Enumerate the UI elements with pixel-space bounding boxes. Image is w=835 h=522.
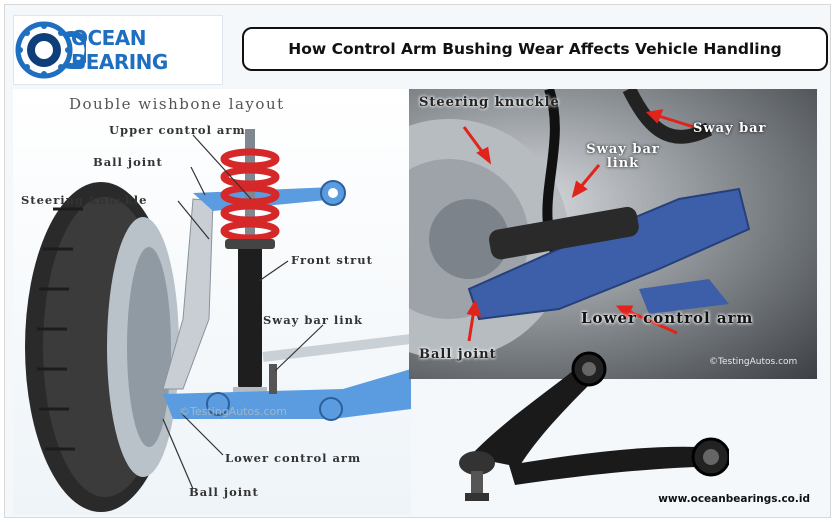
label-sway-bar-link: Sway bar link	[263, 313, 363, 327]
label-upper-control-arm: Upper control arm	[109, 123, 246, 137]
website-url[interactable]: www.oceanbearings.co.id	[658, 493, 810, 505]
suspension-diagram-art	[25, 129, 411, 512]
photo-label-sway-bar-link: Sway bar link	[586, 142, 660, 171]
label-lower-control-arm: Lower control arm	[225, 451, 362, 465]
label-steering-knuckle: Steering knuckle	[21, 193, 148, 207]
photo-copyright: ©TestingAutos.com	[709, 357, 798, 367]
bearing-logo-icon	[14, 17, 86, 83]
suspension-photo: Steering knuckle Sway bar Sway bar link …	[409, 89, 817, 379]
photo-label-sway-bar: Sway bar	[693, 121, 767, 136]
suspension-photo-art	[409, 89, 751, 359]
brand-logo: OCEAN BEARING	[13, 15, 223, 85]
upper-control-arm-product-image	[449, 345, 729, 511]
photo-label-lower-control-arm: Lower control arm	[581, 309, 754, 327]
label-ball-joint-top: Ball joint	[93, 155, 163, 169]
title-banner: How Control Arm Bushing Wear Affects Veh…	[242, 27, 828, 71]
photo-label-steering-knuckle: Steering knuckle	[419, 95, 560, 110]
double-wishbone-diagram: Double wishbone layout Upper control arm…	[13, 89, 411, 515]
brand-name: OCEAN BEARING	[70, 26, 168, 74]
page-title: How Control Arm Bushing Wear Affects Veh…	[288, 40, 782, 58]
diagram-copyright: ©TestingAutos.com	[179, 405, 287, 418]
photo-label-ball-joint: Ball joint	[419, 347, 497, 362]
diagram-heading: Double wishbone layout	[69, 95, 285, 113]
infographic-frame: OCEAN BEARING How Control Arm Bushing We…	[4, 4, 831, 518]
label-ball-joint-bottom: Ball joint	[189, 485, 259, 499]
label-front-strut: Front strut	[291, 253, 373, 267]
